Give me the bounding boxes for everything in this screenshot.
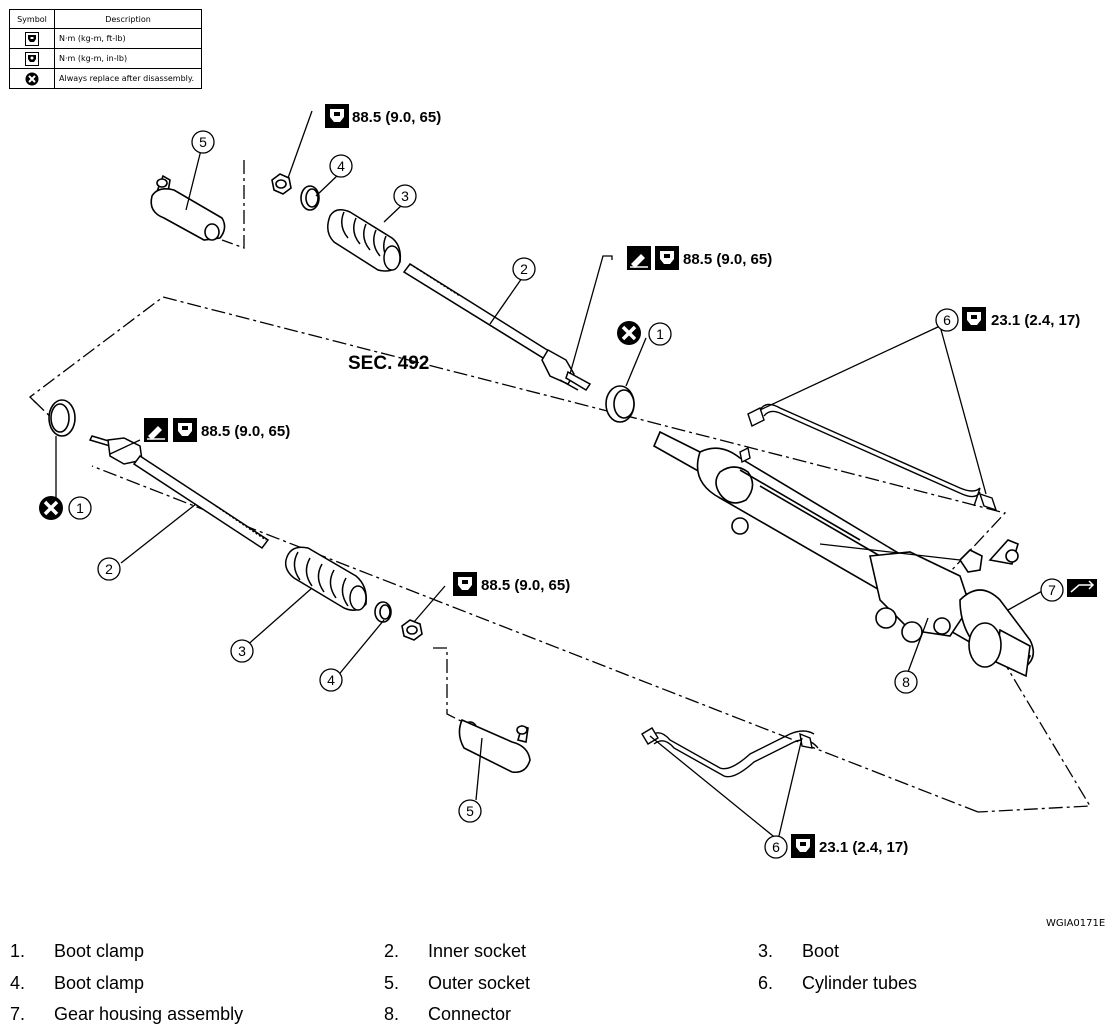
svg-text:7: 7 [1048, 582, 1056, 598]
boot-upper [327, 209, 402, 272]
boot-clamp-lower [374, 601, 392, 623]
callout-7: 7 [1040, 578, 1064, 602]
symbol-table: Symbol Description N·m (kg-m, ft-lb) N·m… [9, 9, 202, 89]
callout-2-upper: 2 [512, 257, 536, 281]
torque-label-top: 88.5 (9.0, 65) [352, 109, 441, 126]
svg-text:1: 1 [76, 500, 84, 516]
torque-label-mid: 88.5 (9.0, 65) [683, 251, 772, 268]
torque-label-tube-top: 23.1 (2.4, 17) [991, 312, 1080, 329]
always-replace-icon [25, 72, 39, 85]
torque-wrench-icon [791, 834, 815, 858]
cylinder-tube-upper [739, 403, 998, 512]
callout-6-upper: 6 [935, 308, 959, 332]
steering-gear-exploded-diagram: 5 4 3 2 1 6 1 2 3 4 5 6 7 8 88.5 (9.0, 6… [29, 104, 1097, 859]
torque-wrench-icon [962, 307, 986, 331]
torque-wrench-icon [655, 246, 679, 270]
cylinder-tube-lower [641, 727, 819, 778]
torque-label-low: 88.5 (9.0, 65) [481, 577, 570, 594]
inner-socket-upper [402, 262, 592, 392]
boot-clamp-right [605, 385, 635, 423]
grease-icon [626, 245, 652, 271]
svg-text:4: 4 [337, 158, 345, 174]
torque-label-left: 88.5 (9.0, 65) [201, 423, 290, 440]
torque-label-tube-bottom: 23.1 (2.4, 17) [819, 839, 908, 856]
svg-text:8: 8 [902, 674, 910, 690]
torque-wrench-icon [453, 572, 477, 596]
callout-8: 8 [894, 670, 918, 694]
callout-1-right: 1 [648, 322, 672, 346]
torque-wrench-small-icon [25, 51, 39, 66]
svg-text:6: 6 [772, 839, 780, 855]
outer-socket-lower [458, 718, 531, 774]
svg-text:5: 5 [199, 134, 207, 150]
always-replace-icon [37, 494, 65, 522]
lock-nut-lower [401, 619, 423, 641]
svg-text:5: 5 [466, 803, 474, 819]
svg-text:3: 3 [238, 643, 246, 659]
always-replace-icon [615, 319, 643, 347]
callout-4-lower: 4 [319, 668, 343, 692]
torque-wrench-icon [25, 31, 39, 46]
gear-housing-symbol-icon [1067, 579, 1097, 597]
boot-clamp-upper [300, 185, 320, 211]
callout-3-lower: 3 [230, 639, 254, 663]
svg-text:4: 4 [327, 672, 335, 688]
callout-1-left: 1 [68, 496, 92, 520]
section-label: SEC. 492 [348, 353, 429, 374]
svg-text:1: 1 [656, 326, 664, 342]
torque-wrench-icon [173, 418, 197, 442]
svg-text:2: 2 [105, 561, 113, 577]
svg-text:6: 6 [943, 312, 951, 328]
svg-text:3: 3 [401, 188, 409, 204]
boot-lower [284, 546, 368, 611]
callout-4-upper: 4 [329, 154, 353, 178]
callout-6-lower: 6 [764, 835, 788, 859]
callout-5-lower: 5 [458, 799, 482, 823]
boot-clamp-left [48, 399, 76, 437]
callout-5-upper: 5 [191, 130, 215, 154]
grease-icon [143, 417, 169, 443]
reference-code: WGIA0171E [1046, 918, 1106, 929]
outer-socket-upper [150, 174, 226, 241]
symbol-desc: Always replace after disassembly. [54, 68, 202, 89]
gear-housing-assembly [652, 430, 1035, 678]
torque-wrench-icon [325, 104, 349, 128]
lock-nut-upper [271, 173, 292, 195]
svg-text:2: 2 [520, 261, 528, 277]
callout-3-upper: 3 [393, 184, 417, 208]
callout-2-lower: 2 [97, 557, 121, 581]
inner-socket-lower [88, 435, 270, 550]
